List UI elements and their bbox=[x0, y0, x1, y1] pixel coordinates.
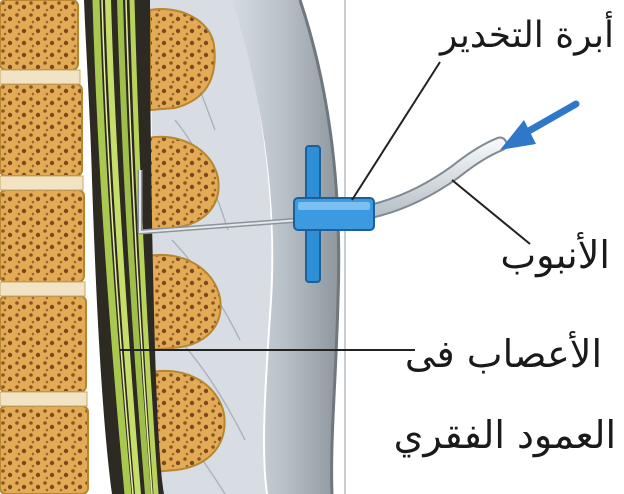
needle-label: أبرة التخدير bbox=[440, 18, 614, 54]
arrow-icon bbox=[500, 104, 576, 150]
tube-label: الأنبوب bbox=[500, 236, 610, 274]
needle-leader bbox=[352, 62, 440, 200]
nerves-label-line2: العمود الفقري bbox=[394, 416, 616, 454]
nerves-label-line1: الأعصاب فى bbox=[405, 335, 602, 373]
